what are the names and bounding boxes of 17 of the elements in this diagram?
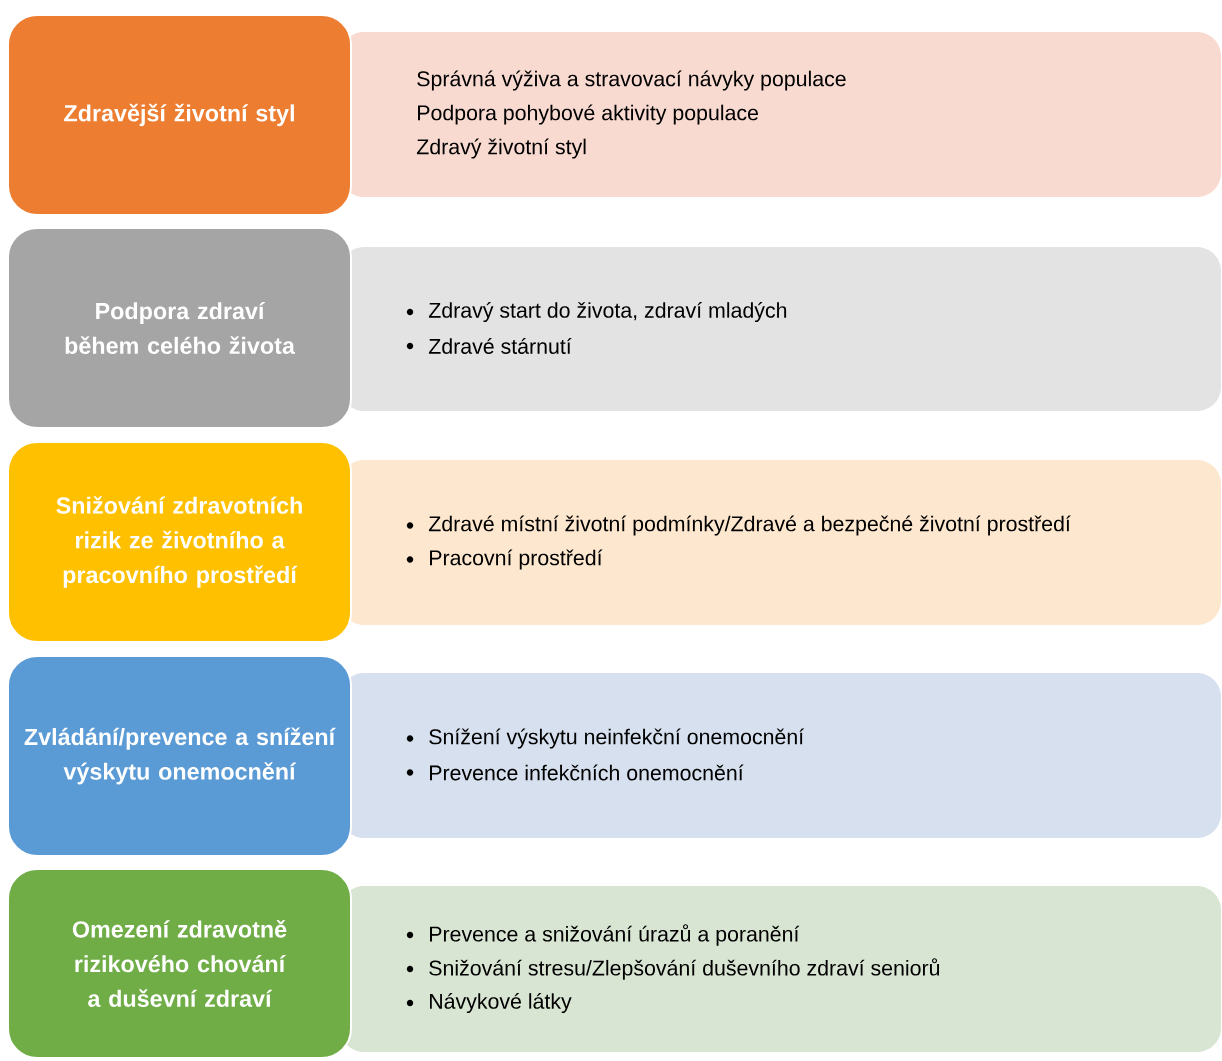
text-line: Podpora pohybové aktivity populace: [418, 104, 758, 125]
list-item: Snížení výskytu neinfekční onemocnění: [429, 728, 804, 749]
category-box: Zvládání/prevence a snížení výskytu onemocnění: [7, 655, 352, 857]
category-box: Omezení zdravotně rizikového chování a duševní zdraví: [7, 868, 352, 1059]
list-item: Zdravé stárnutí: [428, 338, 572, 354]
list-item: Zdravý start do života, zdraví mladých: [428, 301, 787, 323]
list-item: Snižování stresu/Zlepšování duševního zdraví seniorů: [429, 958, 940, 980]
list-item: Zdravé místní životní podmínky/Zdravé a bezpečné životní prostředí: [428, 515, 1071, 536]
list-item: Prevence infekčních onemocnění: [430, 764, 744, 781]
list-item: Návykové látky: [430, 992, 572, 1014]
list-item: Pracovní prostředí: [430, 549, 603, 570]
category-box: Zdravější životní styl: [7, 14, 352, 216]
category-box: Snižování zdravotních rizik ze životního a pracovního prostředí: [7, 441, 352, 643]
category-box: Podpora zdraví během celého života: [7, 227, 352, 429]
text-line: Správná výživa a stravovací návyky populace: [417, 70, 846, 91]
list-item: Prevence a snižování úrazů a poranění: [430, 924, 800, 946]
text-line: Zdravý životní styl: [416, 138, 586, 159]
